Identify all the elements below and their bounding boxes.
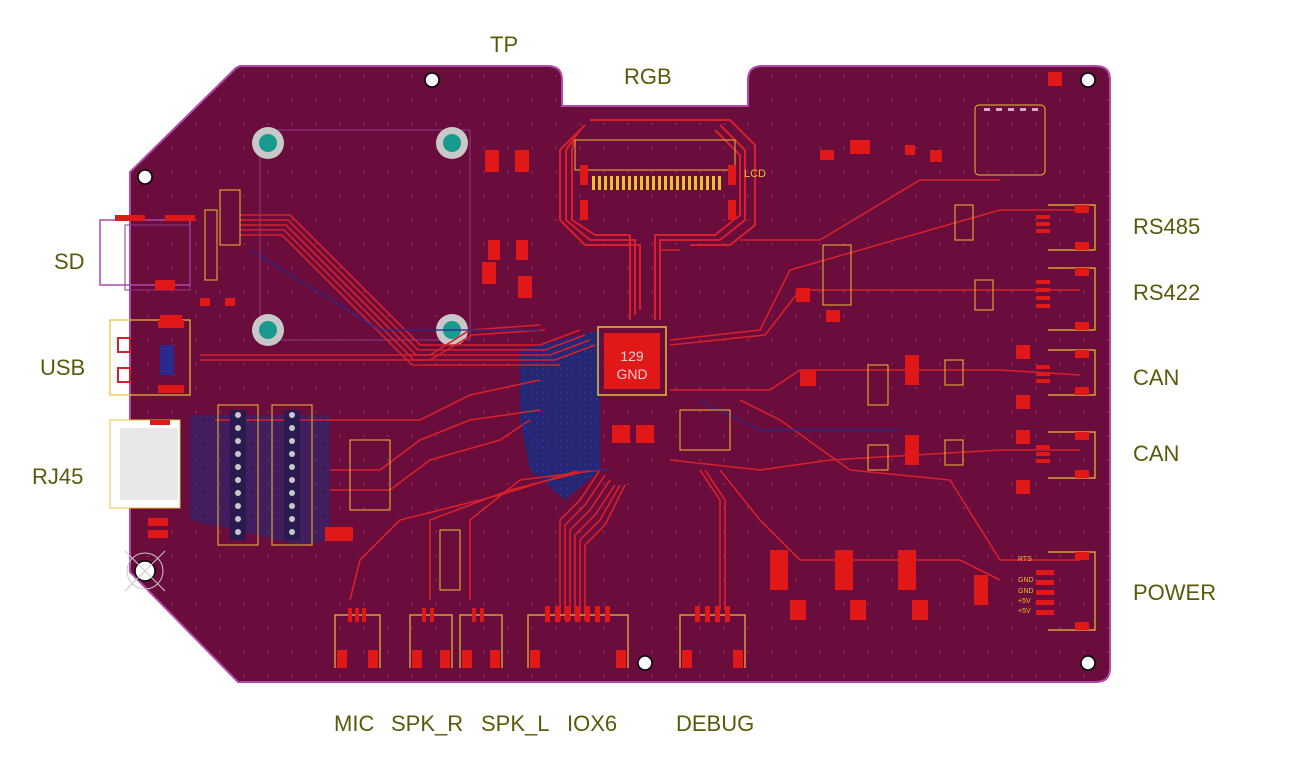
mcu-chip: 129 GND (597, 326, 667, 396)
right-connectors (1048, 204, 1096, 631)
label-mic: MIC (334, 711, 375, 736)
label-can-2: CAN (1133, 441, 1180, 466)
label-spk-l: SPK_L (481, 711, 550, 736)
label-spk-r: SPK_R (391, 711, 464, 736)
label-debug: DEBUG (676, 711, 755, 736)
mcu-label-129: 129 (620, 348, 644, 364)
inner-ground-pour (520, 330, 600, 500)
label-tp: TP (490, 32, 519, 57)
lcd-connector (574, 139, 736, 171)
mcu-label-gnd: GND (616, 366, 647, 382)
svg-text:GND: GND (1018, 588, 1034, 595)
svg-text:+5V: +5V (1018, 608, 1031, 615)
power-pin-labels: RTS GND GND +5V +5V (1018, 556, 1034, 615)
sd-slot (99, 215, 195, 291)
label-rs485: RS485 (1133, 214, 1201, 239)
lcd-silk-label: LCD (744, 168, 766, 180)
label-rgb: RGB (624, 64, 672, 89)
label-can-1: CAN (1133, 365, 1180, 390)
rj45-connector (109, 419, 181, 538)
label-iox6: IOX6 (567, 711, 618, 736)
svg-text:RTS: RTS (1018, 556, 1032, 563)
label-usb: USB (40, 355, 86, 380)
label-sd: SD (54, 249, 85, 274)
label-power: POWER (1133, 580, 1217, 605)
label-rj45: RJ45 (32, 464, 84, 489)
label-rs422: RS422 (1133, 280, 1201, 305)
svg-text:+5V: +5V (1018, 598, 1031, 605)
usb-connector (109, 319, 191, 396)
pin-headers (217, 404, 313, 546)
smd-components (160, 72, 1062, 620)
svg-text:GND: GND (1018, 577, 1034, 584)
silkscreen-outlines (204, 104, 1046, 591)
